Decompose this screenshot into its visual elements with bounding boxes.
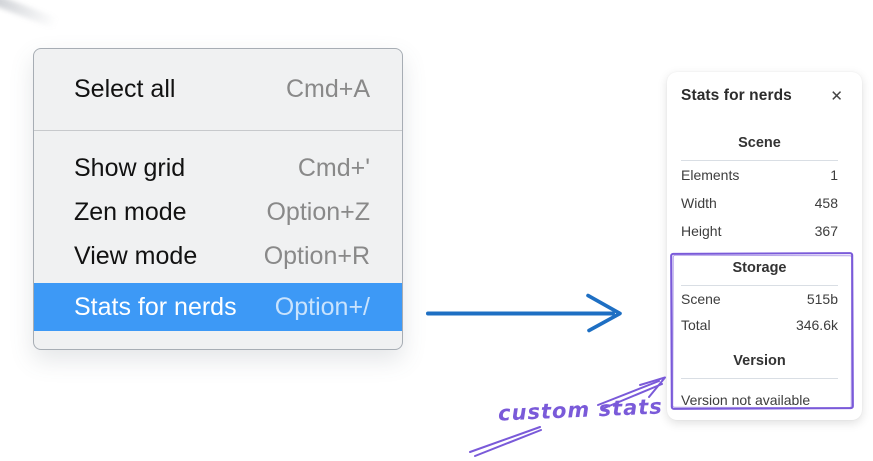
menu-item-label: Select all	[74, 75, 176, 103]
menu-item-label: Zen mode	[74, 197, 187, 226]
stats-panel-header: Stats for nerds ✕	[681, 85, 843, 107]
menu-separator	[34, 130, 402, 131]
stat-row-width: Width 458	[681, 189, 838, 217]
close-icon[interactable]: ✕	[830, 86, 843, 105]
context-menu: Select all Cmd+A Show grid Cmd+' Zen mod…	[33, 48, 403, 350]
section-heading-version: Version	[733, 353, 786, 369]
menu-item-zen-mode[interactable]: Zen mode Option+Z	[34, 190, 402, 234]
menu-section-top: Select all Cmd+A	[34, 49, 402, 130]
stat-row-total-storage: Total 346.6k	[681, 312, 838, 338]
annotation-tail-stroke	[469, 426, 542, 457]
custom-stats-arrow	[597, 376, 666, 410]
menu-item-shortcut: Cmd+'	[297, 153, 370, 182]
menu-item-stats-for-nerds[interactable]: Stats for nerds Option+/	[34, 283, 402, 331]
menu-item-show-grid[interactable]: Show grid Cmd+'	[34, 146, 402, 190]
section-divider	[681, 160, 838, 161]
stat-label: Elements	[681, 167, 740, 183]
menu-section-bottom: Show grid Cmd+' Zen mode Option+Z View m…	[34, 131, 402, 331]
stats-panel-title: Stats for nerds	[681, 87, 792, 104]
stat-value: 346.6k	[795, 317, 838, 333]
menu-item-shortcut: Option+Z	[266, 197, 370, 226]
stat-value: 515b	[806, 291, 838, 307]
custom-stats-label: custom stats	[497, 394, 664, 426]
stat-value: 458	[814, 195, 838, 211]
pointer-arrow	[426, 293, 622, 333]
version-note: Version not available	[681, 392, 811, 408]
stat-value: 367	[814, 223, 838, 239]
stat-row-scene-storage: Scene 515b	[681, 286, 838, 312]
stat-value: 1	[830, 167, 838, 183]
corner-shadow	[0, 0, 58, 29]
stat-label: Width	[681, 195, 717, 211]
stat-label: Total	[681, 317, 711, 333]
stat-row-height: Height 367	[681, 217, 838, 245]
section-divider	[681, 378, 838, 379]
stat-label: Scene	[681, 291, 721, 307]
stat-label: Height	[681, 223, 722, 239]
stats-panel: Stats for nerds ✕ Scene Elements 1 Width…	[667, 72, 862, 420]
menu-item-label: View mode	[74, 241, 198, 270]
stat-row-elements: Elements 1	[681, 161, 838, 189]
menu-item-shortcut: Cmd+A	[285, 75, 370, 103]
section-heading-scene: Scene	[738, 135, 781, 151]
menu-item-label: Show grid	[74, 153, 186, 182]
menu-item-select-all[interactable]: Select all Cmd+A	[34, 49, 402, 130]
section-heading-storage: Storage	[732, 260, 787, 276]
menu-item-view-mode[interactable]: View mode Option+R	[34, 234, 402, 278]
menu-item-shortcut: Option+R	[263, 241, 370, 270]
menu-item-label: Stats for nerds	[74, 292, 237, 321]
menu-item-shortcut: Option+/	[274, 292, 370, 321]
